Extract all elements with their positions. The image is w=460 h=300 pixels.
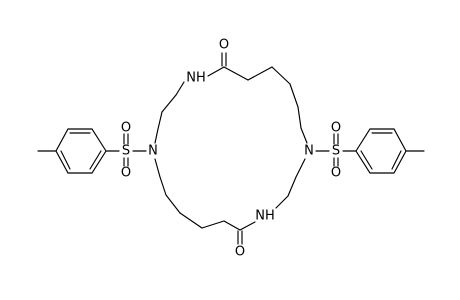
benzene-left-inner-3 [60, 150, 71, 170]
bond-c2-c3 [247, 66, 273, 81]
benzene-ring-right [355, 128, 407, 174]
macrocycle-ring [154, 66, 308, 231]
tosyl-group-left [37, 128, 147, 174]
benzene-left-inner-2 [89, 150, 102, 170]
atom-label-n-left: N [148, 144, 158, 159]
benzene-right-inner-2 [360, 150, 373, 170]
atom-label-s-right: S [332, 144, 340, 159]
atom-labels: NH NH N N S S O O O O O O [121, 38, 341, 260]
bond-c15-nh-bottom [239, 221, 256, 231]
bond-n-left-c10 [154, 158, 161, 178]
tosyl-group-right [315, 128, 425, 174]
atom-label-o-carbonyl-bottom: O [235, 245, 245, 260]
atom-label-o-s-left-bottom: O [121, 166, 131, 181]
atom-label-o-carbonyl-top: O [219, 38, 229, 53]
atom-label-s-left: S [122, 144, 130, 159]
carbonyl-bonds [221, 52, 243, 245]
bond-c14-c15 [223, 220, 241, 231]
bond-c9-n-left [154, 128, 159, 144]
benzene-right-inner-3 [391, 150, 402, 170]
bond-c12-c13 [179, 212, 203, 229]
atom-label-o-s-right-top: O [331, 121, 341, 136]
bond-nh-bottom-c16 [275, 195, 289, 209]
bond-c6-n-right [300, 127, 308, 144]
bond-c4-c5 [289, 83, 299, 108]
bond-c11-c12 [165, 194, 181, 214]
bond-c13-c14 [201, 220, 225, 229]
bond-c3-c4 [271, 66, 291, 85]
bond-c1-c2 [223, 66, 249, 81]
bond-c16-c17 [287, 176, 297, 197]
atom-label-nh-top: NH [186, 71, 206, 86]
bond-nh-top-c1 [207, 66, 225, 77]
bond-c5-c6 [297, 106, 302, 129]
bond-c8-c9 [157, 111, 163, 130]
benzene-ring-left [55, 128, 107, 174]
atom-label-n-right: N [304, 144, 314, 159]
bond-c17-n-right [295, 158, 306, 178]
bond-c7-c8 [161, 94, 177, 113]
atom-label-nh-bottom: NH [255, 209, 275, 224]
atom-label-o-s-right-bottom: O [331, 166, 341, 181]
bond-c10-c11 [159, 176, 167, 196]
bond-nh-top-c7 [175, 81, 185, 96]
atom-label-o-s-left-top: O [121, 121, 131, 136]
